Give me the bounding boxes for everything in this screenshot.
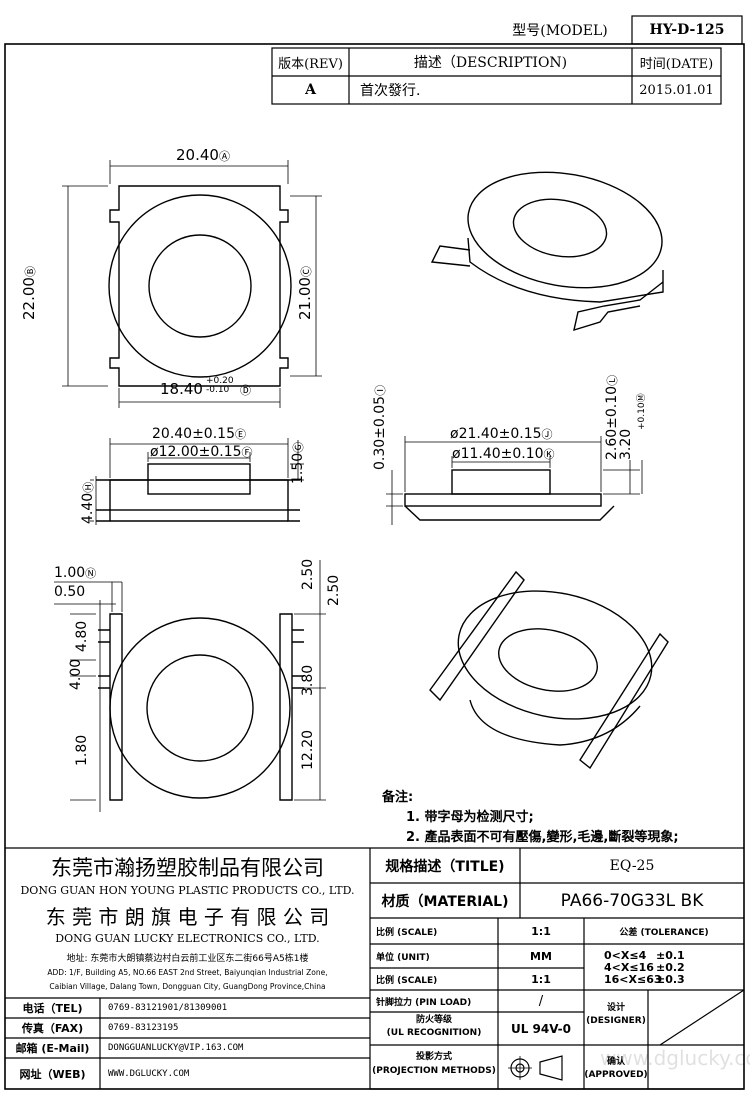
designer-label: 设计(DESIGNER) — [586, 1003, 646, 1026]
dim-1220: 12.20 — [300, 729, 316, 770]
tel-label: 电话（TEL) — [22, 1002, 83, 1015]
projection-symbol-icon — [508, 1055, 563, 1081]
company-address-en-2: Caibian Village, Dalang Town, Dongguan C… — [49, 981, 326, 991]
ul-label: 防火等级(UL RECOGNITION) — [386, 1015, 482, 1038]
note-1: 1. 带字母为检测尺寸; — [406, 810, 534, 825]
dim-pin-w: 1.00Ⓝ — [54, 565, 97, 581]
company-address-cn: 地址: 东莞市大朗镇蔡边村白云前工业区东二街66号A5栋1楼 — [66, 953, 309, 964]
scale-label: 比例 (SCALE) — [376, 927, 438, 938]
tolerance-label: 公差 (TOLERANCE) — [619, 927, 709, 938]
dim-top-width: 20.40Ⓐ — [176, 146, 230, 164]
dim-180: 1.80 — [74, 734, 90, 766]
dim-side-thick: 0.30±0.05Ⓘ — [372, 384, 388, 470]
company-name-1-en: DONG GUAN HON YOUNG PLASTIC PRODUCTS CO.… — [20, 883, 355, 897]
dim-380: 3.80 — [300, 664, 316, 696]
unit-label: 单位 (UNIT) — [376, 952, 430, 963]
scale-value: 1:1 — [531, 924, 551, 938]
web-label: 网址（WEB) — [19, 1067, 86, 1081]
fax-label: 传真（FAX) — [21, 1022, 84, 1035]
tolerance-table: 0<X≤4±0.1 4<X≤16±0.2 16<X≤63±0.3 — [604, 949, 685, 986]
pin-load-label: 针脚拉力 (PIN LOAD) — [376, 997, 472, 1008]
unit-value: MM — [530, 949, 552, 963]
dim-left-height: 22.00Ⓑ — [20, 266, 38, 320]
side-view-1-dims — [90, 438, 304, 525]
approved-label: 确认(APPROVED) — [584, 1057, 648, 1080]
date-header: 时间(DATE) — [639, 56, 714, 72]
side-view-2 — [404, 469, 615, 521]
dim-inner-width: 18.40 — [160, 380, 203, 398]
dim-250a: 2.50 — [300, 558, 316, 590]
dim-050: 0.50 — [54, 584, 86, 600]
ul-value: UL 94V-0 — [510, 1021, 571, 1036]
material-label: 材质（MATERIAL) — [381, 893, 509, 910]
rev-header: 版本(REV) — [278, 56, 343, 72]
iso-view-1 — [430, 171, 664, 332]
dim-inner-tol: +0.20-0.10 — [206, 376, 234, 395]
dim-480: 4.80 — [74, 620, 90, 652]
date-value: 2015.01.01 — [639, 82, 714, 98]
watermark: www.dglucky.com — [600, 1046, 750, 1070]
scale2-label: 比例 (SCALE) — [376, 975, 438, 986]
company-name-2-en: DONG GUAN LUCKY ELECTRONICS CO., LTD. — [55, 931, 320, 945]
top-view — [108, 185, 292, 387]
side-view-2-dims — [386, 436, 643, 525]
side-view-1 — [96, 463, 300, 522]
top-view-dims — [62, 160, 322, 408]
company-name-1-cn: 东莞市瀚扬塑胶制品有限公司 — [51, 856, 324, 880]
title-label: 规格描述（TITLE) — [385, 858, 505, 875]
tel-value: 0769-83121901/81309001 — [108, 1003, 228, 1013]
dim-flange-thick: 1.50Ⓖ — [290, 441, 306, 484]
dim-side-h2: 3.20 — [618, 428, 634, 460]
company-name-2-cn: 东 莞 市 朗 旗 电 子 有 限 公 司 — [45, 904, 330, 929]
model-label: 型号(MODEL) — [512, 23, 608, 39]
model-value: HY-D-125 — [649, 22, 725, 38]
fax-value: 0769-83123195 — [108, 1023, 179, 1033]
dim-bore: ø12.00±0.15Ⓕ — [150, 444, 253, 460]
dim-inner-tag: Ⓓ — [240, 384, 251, 397]
scale2-value: 1:1 — [531, 972, 551, 986]
iso-view-2 — [429, 570, 669, 770]
material-value: PA66-70G33L BK — [560, 890, 704, 911]
title-value: EQ-25 — [609, 857, 655, 874]
dim-250b: 2.50 — [326, 574, 342, 606]
dim-total-height: 4.40Ⓗ — [80, 481, 96, 524]
notes-title: 备注: — [382, 790, 414, 805]
bottom-view — [98, 613, 304, 801]
pin-load-value: / — [538, 993, 544, 1009]
email-value: DONGGUANLUCKY@VIP.163.COM — [108, 1043, 244, 1053]
desc-header: 描述（DESCRIPTION) — [413, 55, 568, 71]
bottom-view-dims — [54, 560, 326, 812]
title-block-lines — [5, 15, 745, 1090]
dim-side-h2-tol: +0.10Ⓜ — [637, 393, 647, 430]
dim-400: 4.00 — [68, 658, 84, 690]
rev-value: A — [305, 82, 316, 98]
desc-value: 首次發行. — [360, 83, 421, 99]
dim-outer-dia: ø21.40±0.15Ⓙ — [450, 426, 553, 442]
dim-inner-dia: ø11.40±0.10Ⓚ — [452, 446, 555, 462]
email-label: 邮箱 (E-Mail) — [15, 1042, 90, 1055]
company-address-en-1: ADD: 1/F, Building A5, NO.66 EAST 2nd St… — [47, 967, 328, 977]
dim-right-height: 21.00Ⓒ — [296, 266, 314, 320]
note-2: 2. 產品表面不可有壓傷,變形,毛邊,斷裂等現象; — [406, 830, 679, 845]
web-value: WWW.DGLUCKY.COM — [108, 1068, 190, 1079]
projection-label: 投影方式(PROJECTION METHODS) — [372, 1052, 496, 1076]
dim-flange-width: 20.40±0.15Ⓔ — [152, 426, 246, 442]
